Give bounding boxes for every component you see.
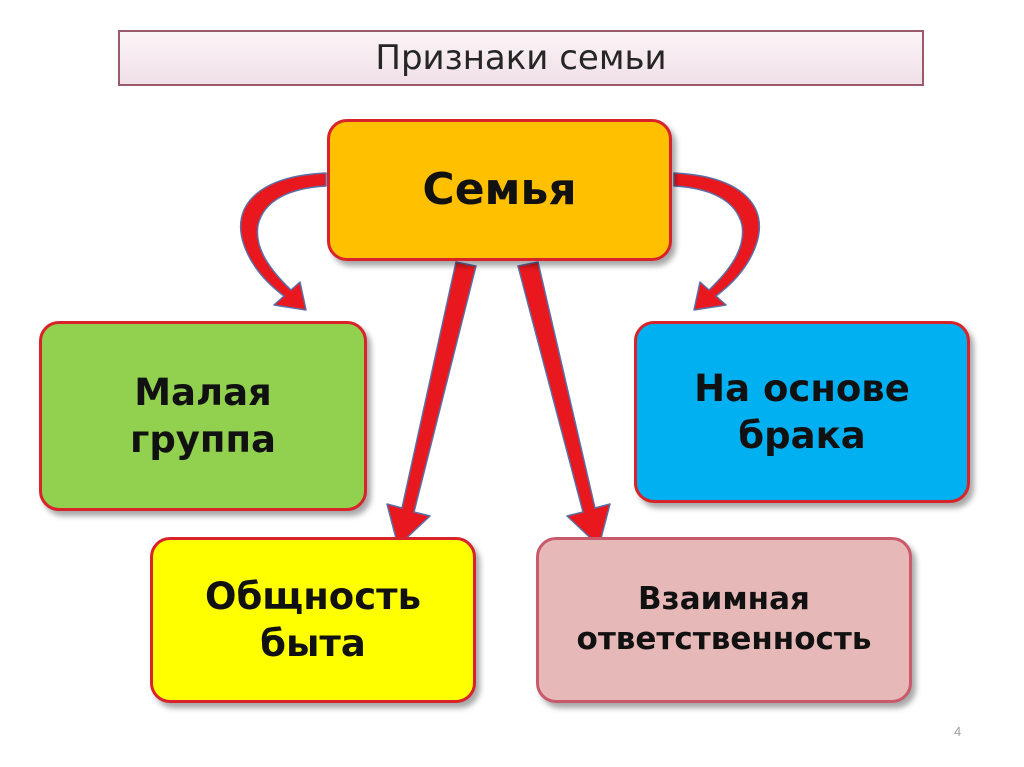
straight-arrow-left xyxy=(386,261,477,547)
slide-title: Признаки семьи xyxy=(375,38,667,78)
node-responsibility-label: Взаимная ответственность xyxy=(576,581,872,657)
node-small-group: Малая группа xyxy=(39,321,367,511)
node-marriage-label: На основе брака xyxy=(694,366,910,457)
title-bar: Признаки семьи xyxy=(118,30,924,86)
center-node: Семья xyxy=(327,119,672,261)
node-household: Общность быта xyxy=(150,537,476,703)
page-number: 4 xyxy=(954,724,962,739)
curved-arrow-left xyxy=(239,172,327,311)
center-node-label: Семья xyxy=(422,163,577,215)
curved-arrow-right xyxy=(673,172,761,311)
node-responsibility: Взаимная ответственность xyxy=(536,537,912,703)
node-household-label: Общность быта xyxy=(205,574,421,665)
node-small-group-label: Малая группа xyxy=(129,370,277,461)
straight-arrow-right xyxy=(517,261,611,547)
node-marriage: На основе брака xyxy=(634,321,970,503)
